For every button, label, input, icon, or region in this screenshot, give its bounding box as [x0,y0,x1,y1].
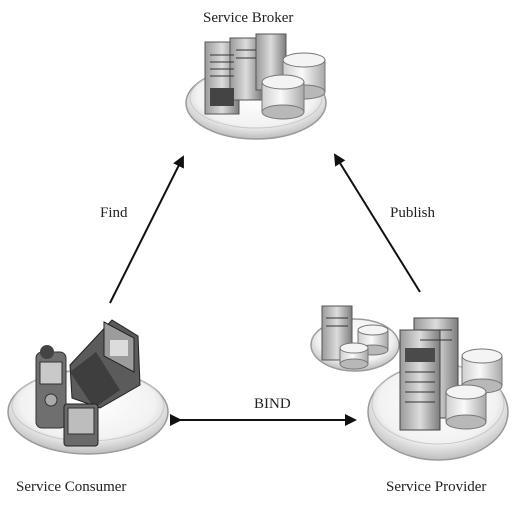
provider-small-server-icon [321,305,389,370]
publish-arrow [333,153,421,293]
broker-database-icon [261,52,326,120]
pda-icon [63,403,99,447]
find-label: Find [100,205,128,221]
video-phone-icon [69,319,141,409]
service-consumer-node [7,319,169,455]
provider-database-icon [445,348,503,430]
service-consumer-label: Service Consumer [16,479,127,495]
service-provider-node [310,305,509,461]
service-provider-label: Service Provider [386,479,487,495]
service-broker-label: Service Broker [203,10,294,26]
find-arrow [109,155,184,304]
mobile-phone-icon [35,345,67,429]
bind-label: BIND [254,396,291,412]
service-broker-node [185,33,327,140]
publish-label: Publish [390,205,436,221]
broker-server-icon [204,33,287,115]
